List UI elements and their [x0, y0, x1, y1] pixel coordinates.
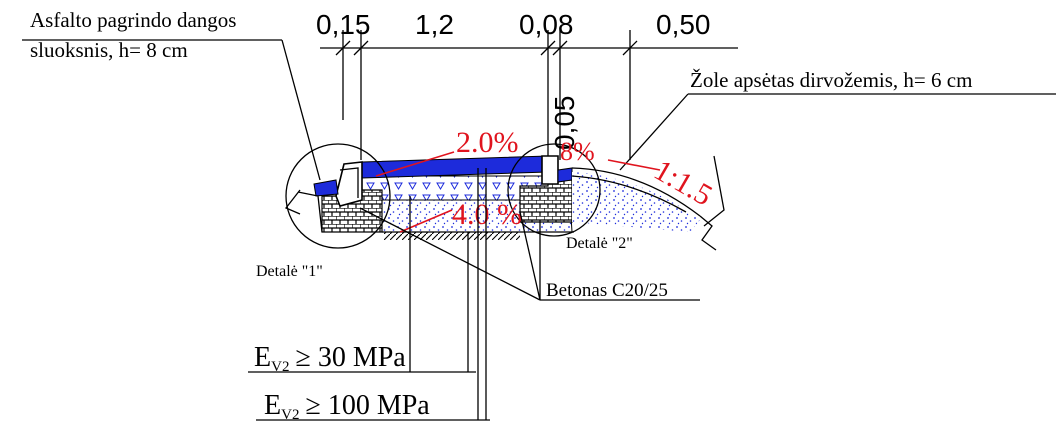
detail-2-circle	[507, 143, 601, 237]
detail-1-label: Detalė "1"	[256, 263, 323, 280]
asphalt-label-line2: sluoksnis, h= 8 cm	[30, 38, 188, 62]
slope-4-percent: 4.0 %	[452, 198, 522, 231]
asphalt-label-line1: Asfalto pagrindo dangos	[30, 8, 236, 32]
slope-2-percent: 2.0%	[456, 126, 519, 159]
slope-8-percent: 8%	[560, 137, 595, 166]
right-curb-foundation	[519, 179, 573, 223]
dimension-0-15: 0,15	[316, 9, 371, 40]
dimension-0-50: 0,50	[656, 9, 711, 40]
detail-1-circle	[285, 143, 391, 249]
ground-hatch	[384, 232, 520, 240]
modulus-100-label: EV2≥ 100 MPa	[264, 390, 430, 423]
right-curb-blue	[557, 167, 573, 183]
dimension-1-2: 1,2	[415, 9, 454, 40]
embankment	[572, 172, 700, 232]
dimension-0-05: 0,05	[549, 96, 580, 151]
right-curb-stone	[541, 155, 559, 185]
left-gutter-asphalt	[313, 179, 339, 197]
soil-label: Žole apsėtas dirvožemis, h= 6 cm	[690, 68, 972, 92]
modulus-30-label: EV2≥ 30 MPa	[254, 342, 406, 375]
dimension-line	[320, 30, 738, 160]
detail-2-label: Detalė "2"	[566, 235, 633, 252]
concrete-label: Betonas C20/25	[546, 280, 668, 301]
dimension-0-08: 0,08	[519, 9, 574, 40]
